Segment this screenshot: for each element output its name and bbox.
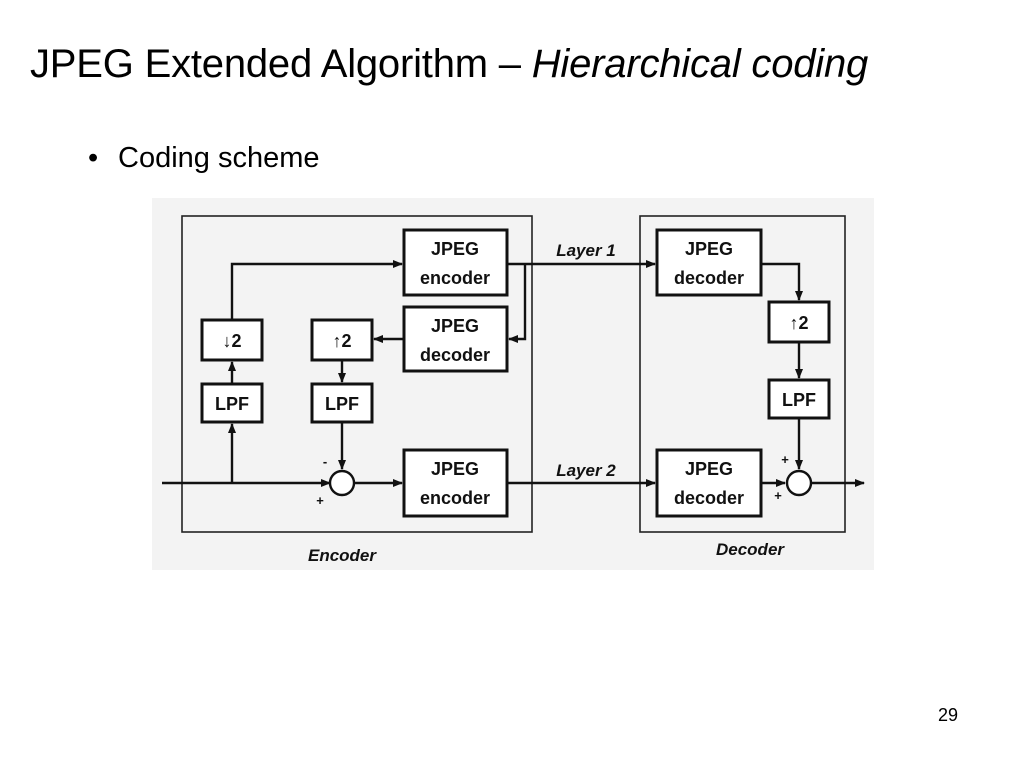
decoder-plus-sign-bottom: + [774, 488, 782, 503]
layer-1-label: Layer 1 [556, 241, 616, 260]
encoder-bottom-label-2: encoder [420, 488, 490, 508]
encoder-top-label-1: JPEG [431, 239, 479, 259]
encoder-lpf-right: LPF [310, 382, 374, 424]
decoder-bottom-label-1: JPEG [685, 459, 733, 479]
decoder-jpeg-decoder-top: JPEG decoder [655, 228, 763, 297]
decoder-plus-sign-top: + [781, 452, 789, 467]
bullet-item: • Coding scheme [88, 142, 320, 175]
encoder-caption: Encoder [308, 546, 377, 565]
encoder-summing-junction [328, 469, 356, 497]
title-text: JPEG Extended Algorithm – [30, 42, 532, 86]
encoder-jpeg-encoder-bottom: JPEG encoder [402, 448, 509, 518]
decoder-summing-junction [785, 469, 813, 497]
decoder-top-label-2: decoder [674, 268, 744, 288]
page-number: 29 [938, 705, 959, 725]
encoder-upsample-block: ↑2 [310, 318, 374, 362]
decoder-upsample-block: ↑2 [767, 300, 831, 344]
encoder-upsample-label: ↑2 [332, 331, 351, 351]
decoder-lpf-label: LPF [782, 390, 816, 410]
encoder-plus-sign: + [316, 493, 324, 508]
lpf-left-label: LPF [215, 394, 249, 414]
decoder-top-label-1: JPEG [685, 239, 733, 259]
encoder-lpf-left: LPF [200, 382, 264, 424]
encoder-decoder-label-1: JPEG [431, 316, 479, 336]
title-italic-text: Hierarchical coding [531, 42, 869, 86]
bullet-dot-icon: • [88, 142, 99, 174]
decoder-bottom-label-2: decoder [674, 488, 744, 508]
decoder-frame [639, 215, 846, 533]
bullet-text: Coding scheme [118, 142, 320, 174]
encoder-jpeg-encoder-top: JPEG encoder [402, 228, 509, 297]
layer-2-label: Layer 2 [556, 461, 616, 480]
decoder-jpeg-decoder-bottom: JPEG decoder [655, 448, 763, 518]
decoder-lpf: LPF [767, 378, 831, 420]
encoder-top-label-2: encoder [420, 268, 490, 288]
encoder-frame [181, 215, 533, 533]
decoder-upsample-label: ↑2 [789, 313, 808, 333]
downsample-label: ↓2 [222, 331, 241, 351]
encoder-downsample-block: ↓2 [200, 318, 264, 362]
encoder-decoder-label-2: decoder [420, 345, 490, 365]
encoder-bottom-label-1: JPEG [431, 459, 479, 479]
encoder-jpeg-decoder: JPEG decoder [402, 305, 509, 373]
hierarchical-coding-diagram: JPEG encoder JPEG decoder JPEG encoder ↓… [152, 198, 874, 570]
slide-title: JPEG Extended Algorithm – Hierarchical c… [30, 42, 868, 87]
diagram-wires [162, 260, 865, 487]
decoder-caption: Decoder [716, 540, 785, 559]
encoder-minus-sign: - [323, 454, 327, 469]
lpf-right-label: LPF [325, 394, 359, 414]
